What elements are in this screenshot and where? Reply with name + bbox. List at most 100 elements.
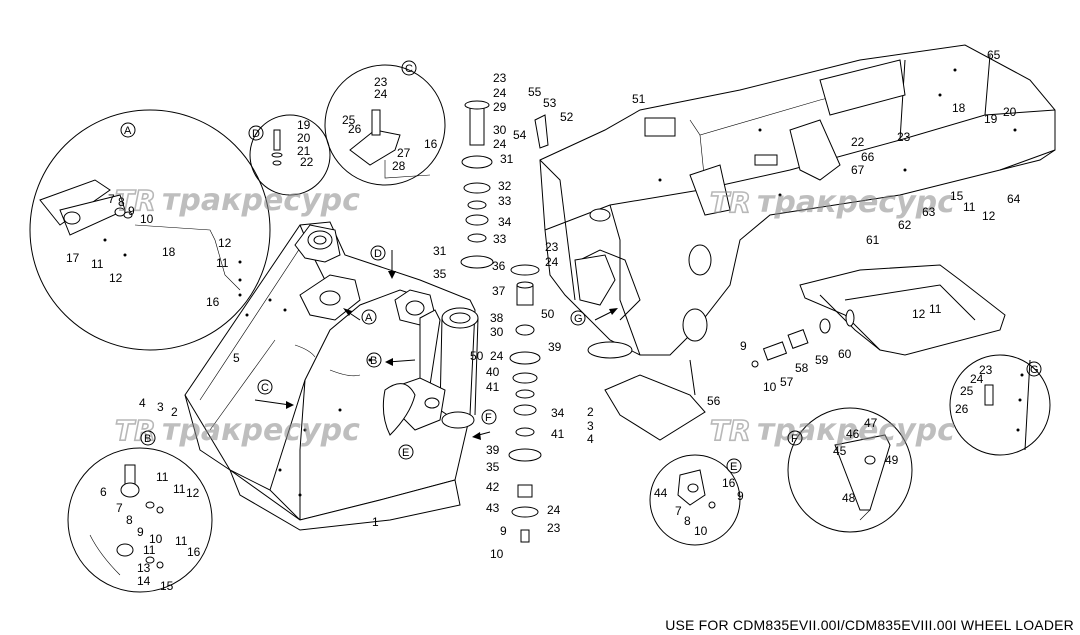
badge-B: B: [144, 433, 151, 445]
svg-text:11: 11: [175, 534, 188, 548]
svg-text:10: 10: [763, 380, 777, 394]
svg-text:52: 52: [560, 110, 574, 124]
svg-text:тракресурс: тракресурс: [757, 185, 955, 220]
svg-text:18: 18: [162, 245, 176, 259]
svg-text:48: 48: [842, 491, 856, 505]
svg-text:50: 50: [541, 307, 555, 321]
svg-text:23: 23: [374, 75, 388, 89]
svg-text:12: 12: [912, 307, 926, 321]
svg-text:TR: TR: [115, 184, 156, 217]
svg-text:11: 11: [216, 256, 229, 270]
svg-text:66: 66: [861, 150, 875, 164]
svg-text:11: 11: [929, 302, 942, 316]
svg-text:11: 11: [156, 470, 169, 484]
front-frame: [184, 221, 479, 531]
svg-text:22: 22: [851, 135, 865, 149]
detail-circle-C: [324, 64, 446, 186]
svg-text:53: 53: [543, 96, 557, 110]
detail-circle-E: [649, 454, 741, 546]
svg-text:2: 2: [587, 405, 594, 419]
badge-E: E: [730, 461, 737, 473]
svg-text:38: 38: [490, 311, 504, 325]
svg-text:16: 16: [187, 545, 201, 559]
svg-text:10: 10: [490, 547, 504, 561]
svg-text:11: 11: [143, 543, 156, 557]
watermark-bottom-left: TR тракресурс: [114, 413, 360, 448]
svg-text:31: 31: [433, 244, 447, 258]
svg-text:47: 47: [864, 416, 878, 430]
kingpin-stack: [460, 100, 549, 543]
svg-text:1: 1: [372, 515, 379, 529]
svg-text:14: 14: [137, 574, 151, 588]
support-bracket-61: [799, 264, 1006, 356]
detail-circle-F: [787, 407, 913, 533]
svg-text:16: 16: [424, 137, 438, 151]
svg-text:50: 50: [470, 349, 484, 363]
svg-text:54: 54: [513, 128, 527, 142]
svg-text:31: 31: [500, 152, 514, 166]
svg-text:15: 15: [950, 189, 964, 203]
svg-text:24: 24: [547, 503, 561, 517]
footer-model-note: USE FOR CDM835EVII.00I/CDM835EVIII.00I W…: [665, 617, 1074, 633]
svg-text:8: 8: [126, 513, 133, 527]
svg-text:20: 20: [1003, 105, 1017, 119]
detail-circle-B: [67, 447, 213, 593]
badge-A: A: [124, 125, 132, 137]
svg-text:32: 32: [498, 179, 512, 193]
svg-text:10: 10: [140, 212, 154, 226]
svg-text:19: 19: [297, 118, 311, 132]
svg-text:15: 15: [160, 579, 174, 593]
badge-D: D: [252, 128, 260, 140]
svg-text:65: 65: [987, 48, 1001, 62]
svg-text:11: 11: [91, 257, 104, 271]
svg-text:3: 3: [157, 400, 164, 414]
pin-assembly-57-60: [751, 309, 855, 368]
svg-text:39: 39: [548, 340, 562, 354]
svg-text:25: 25: [342, 113, 356, 127]
rear-frame: [539, 44, 1056, 396]
svg-text:27: 27: [397, 146, 411, 160]
svg-text:23: 23: [547, 521, 561, 535]
svg-text:24: 24: [545, 255, 559, 269]
svg-text:9: 9: [500, 524, 507, 538]
svg-text:12: 12: [186, 486, 200, 500]
svg-text:2: 2: [171, 405, 178, 419]
svg-text:23: 23: [493, 71, 507, 85]
svg-text:11: 11: [963, 200, 976, 214]
svg-text:25: 25: [960, 384, 974, 398]
svg-text:26: 26: [955, 402, 969, 416]
svg-text:34: 34: [498, 215, 512, 229]
svg-text:23: 23: [979, 363, 993, 377]
svg-text:7: 7: [675, 504, 682, 518]
svg-text:28: 28: [392, 159, 406, 173]
svg-text:30: 30: [490, 325, 504, 339]
svg-text:64: 64: [1007, 192, 1021, 206]
svg-text:5: 5: [233, 351, 240, 365]
svg-text:10: 10: [149, 532, 163, 546]
svg-text:59: 59: [815, 353, 829, 367]
svg-text:34: 34: [551, 406, 565, 420]
watermark-top-left: TR тракресурс: [114, 183, 360, 218]
svg-text:35: 35: [433, 267, 447, 281]
svg-text:8: 8: [118, 195, 125, 209]
svg-text:TR: TR: [710, 414, 751, 447]
svg-text:10: 10: [694, 524, 708, 538]
svg-text:4: 4: [139, 396, 146, 410]
svg-text:17: 17: [66, 251, 80, 265]
svg-text:F: F: [485, 412, 492, 424]
svg-text:62: 62: [898, 218, 912, 232]
svg-text:33: 33: [493, 232, 507, 246]
svg-text:12: 12: [982, 209, 996, 223]
svg-text:7: 7: [116, 501, 123, 515]
svg-text:41: 41: [551, 427, 565, 441]
svg-text:56: 56: [707, 394, 721, 408]
svg-text:37: 37: [492, 284, 506, 298]
svg-text:4: 4: [587, 432, 594, 446]
svg-text:23: 23: [897, 130, 911, 144]
svg-text:3: 3: [587, 419, 594, 433]
svg-text:21: 21: [297, 144, 311, 158]
svg-text:B: B: [370, 355, 377, 367]
svg-text:60: 60: [838, 347, 852, 361]
watermark-top-right: TR тракресурс: [709, 185, 955, 220]
